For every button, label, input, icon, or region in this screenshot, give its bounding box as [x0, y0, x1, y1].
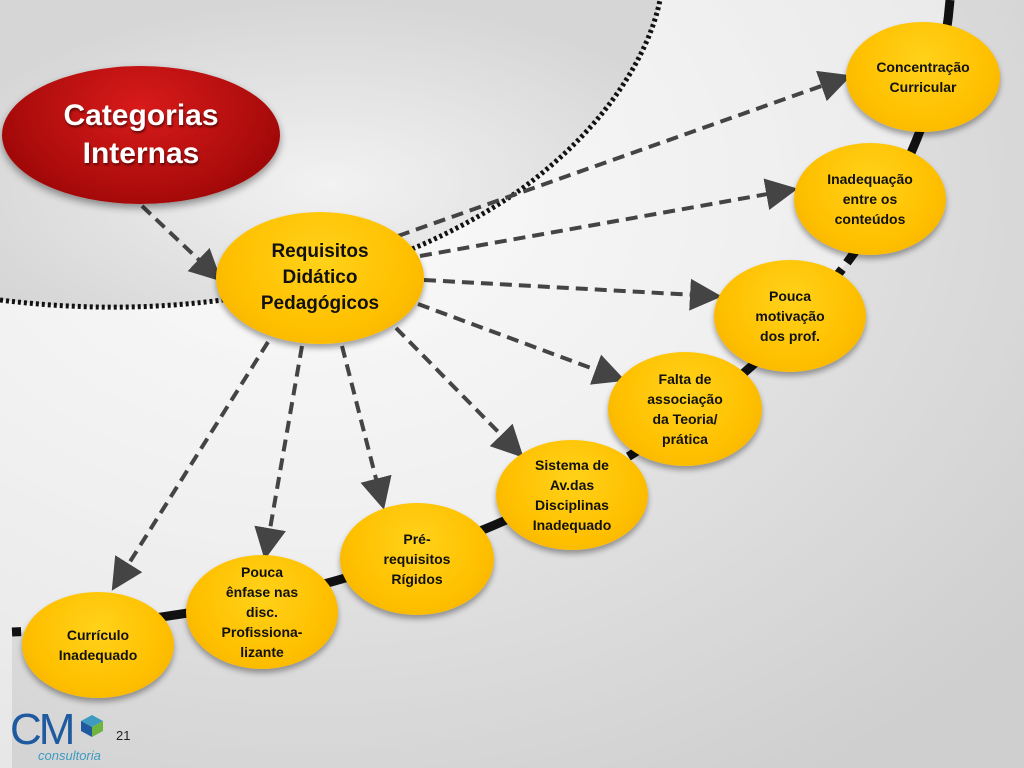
node-pre-requisitos: Pré- requisitos Rígidos: [340, 503, 494, 615]
cm-consultoria-logo: CM consultoria: [10, 708, 110, 764]
arrow-category-to-requisitos: [140, 204, 222, 282]
arrow-to-inadequacao: [419, 178, 798, 258]
arrow-to-falta-associacao: [417, 302, 626, 385]
node-falta-associacao: Falta de associação da Teoria/ prática: [608, 352, 762, 466]
node-requisitos-didatico-pedagogicos: Requisitos Didático Pedagógicos: [216, 212, 424, 344]
arrow-to-pouca-enfase: [254, 345, 304, 560]
node-inadequacao-conteudos: Inadequação entre os conteúdos: [794, 143, 946, 255]
arrow-to-sistema-avaliacao: [394, 326, 524, 458]
page-number: 21: [116, 728, 131, 743]
node-concentracao-curricular: Concentração Curricular: [846, 22, 1000, 132]
inner-arc: [0, 0, 663, 310]
arrow-to-pre-requisitos: [340, 345, 392, 510]
logo-subtitle: consultoria: [38, 748, 101, 763]
node-curriculo-inadequado: Currículo Inadequado: [22, 592, 174, 698]
node-pouca-enfase: Pouca ênfase nas disc. Profissiona- liza…: [186, 555, 338, 669]
arrow-to-curriculo: [111, 340, 270, 591]
arrows-group: [111, 70, 852, 591]
node-sistema-avaliacao: Sistema de Av.das Disciplinas Inadequado: [496, 440, 648, 550]
category-internas: Categorias Internas: [2, 66, 280, 204]
arrow-to-concentracao: [397, 70, 852, 238]
arrow-to-motivacao: [423, 278, 722, 311]
node-pouca-motivacao: Pouca motivação dos prof.: [714, 260, 866, 372]
cube-icon: [81, 715, 103, 737]
logo-mark: CM: [10, 705, 75, 754]
